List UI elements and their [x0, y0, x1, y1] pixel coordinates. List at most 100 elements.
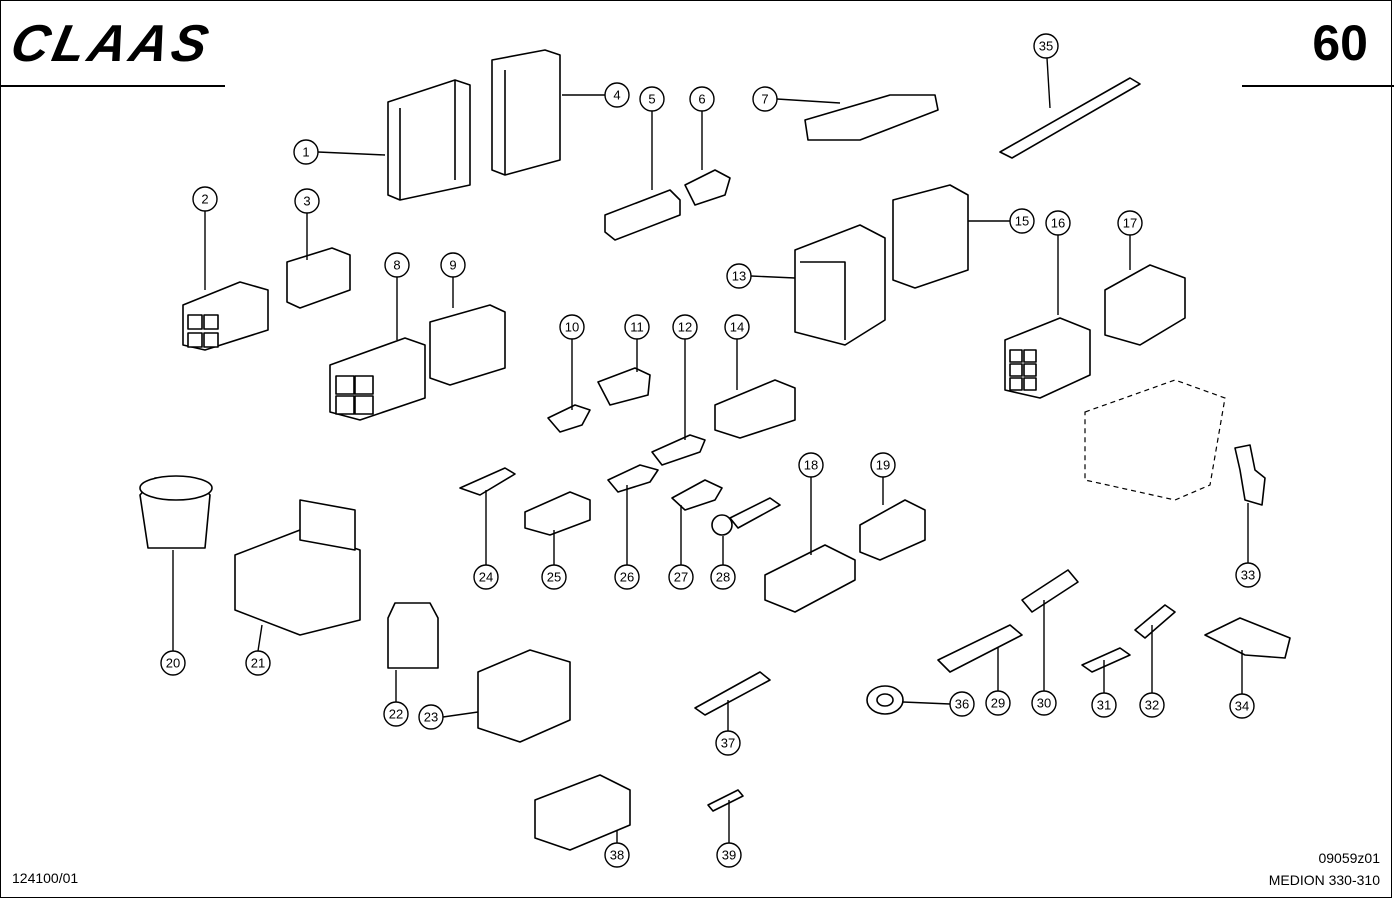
callout-15: 15 [1009, 208, 1035, 234]
part-7 [804, 94, 939, 141]
part-29 [937, 624, 1023, 673]
svg-text:16: 16 [1051, 216, 1065, 231]
svg-text:2: 2 [201, 192, 208, 207]
part-34 [1204, 617, 1291, 659]
callout-21: 21 [245, 650, 271, 676]
svg-text:12: 12 [678, 320, 692, 335]
callout-8: 8 [384, 252, 410, 278]
part-10 [547, 404, 591, 433]
callout-2: 2 [192, 186, 218, 212]
callout-31: 31 [1091, 692, 1117, 718]
svg-text:11: 11 [630, 320, 644, 335]
header-rule-right [1242, 85, 1394, 87]
part-12 [651, 434, 706, 466]
leader-lines [172, 57, 1249, 843]
svg-text:20: 20 [166, 656, 180, 671]
part-18 [764, 544, 856, 613]
svg-text:37: 37 [721, 736, 735, 751]
callout-18: 18 [798, 452, 824, 478]
svg-text:10: 10 [565, 320, 579, 335]
callout-37: 37 [715, 730, 741, 756]
part-4 [491, 49, 561, 176]
callout-39: 39 [716, 842, 742, 868]
svg-text:13: 13 [732, 269, 746, 284]
callout-23: 23 [418, 704, 444, 730]
svg-text:36: 36 [955, 697, 969, 712]
callout-11: 11 [624, 314, 650, 340]
callout-12: 12 [672, 314, 698, 340]
part-31 [1081, 647, 1131, 673]
callout-5: 5 [639, 86, 665, 112]
svg-text:22: 22 [389, 707, 403, 722]
relay-socket-dashed [1084, 379, 1226, 501]
part-25 [524, 491, 591, 536]
svg-text:31: 31 [1097, 698, 1111, 713]
svg-text:29: 29 [991, 696, 1005, 711]
part-21 [234, 499, 361, 636]
part-24 [459, 467, 516, 496]
svg-text:32: 32 [1145, 698, 1159, 713]
part-8 [329, 337, 426, 421]
svg-text:28: 28 [716, 570, 730, 585]
callout-30: 30 [1031, 690, 1057, 716]
svg-text:38: 38 [610, 848, 624, 863]
svg-text:24: 24 [479, 570, 493, 585]
part-36 [866, 685, 904, 715]
svg-text:26: 26 [620, 570, 634, 585]
part-23 [477, 649, 571, 743]
part-3 [286, 247, 351, 309]
callout-16: 16 [1045, 210, 1071, 236]
drawing-id: 09059z01 [1318, 850, 1380, 866]
part-35 [999, 77, 1141, 159]
callout-20: 20 [160, 650, 186, 676]
svg-text:17: 17 [1123, 216, 1137, 231]
svg-text:5: 5 [648, 92, 655, 107]
svg-text:7: 7 [761, 92, 768, 107]
callout-29: 29 [985, 690, 1011, 716]
callout-3: 3 [294, 188, 320, 214]
part-1 [387, 79, 471, 201]
part-14 [714, 379, 796, 439]
part-15 [892, 184, 969, 289]
part-30 [1021, 569, 1079, 613]
part-32 [1134, 604, 1176, 639]
callout-25: 25 [541, 564, 567, 590]
part-37 [694, 671, 771, 716]
callout-4: 4 [604, 82, 630, 108]
svg-text:23: 23 [424, 710, 438, 725]
callout-17: 17 [1117, 210, 1143, 236]
part-17 [1104, 264, 1186, 346]
part-13 [794, 224, 886, 346]
part-33 [1234, 444, 1266, 506]
part-2 [182, 281, 269, 351]
callout-7: 7 [752, 86, 778, 112]
document-code: 124100/01 [12, 870, 79, 886]
svg-text:18: 18 [804, 458, 818, 473]
svg-text:15: 15 [1015, 214, 1029, 229]
callout-36: 36 [949, 691, 975, 717]
part-5 [604, 189, 681, 241]
svg-text:34: 34 [1235, 699, 1249, 714]
svg-text:33: 33 [1241, 568, 1255, 583]
svg-text:19: 19 [876, 458, 890, 473]
svg-text:25: 25 [547, 570, 561, 585]
callout-35: 35 [1033, 33, 1059, 59]
part-38 [534, 774, 631, 851]
part-16 [1004, 317, 1091, 399]
callout-28: 28 [710, 564, 736, 590]
callout-1: 1 [293, 139, 319, 165]
svg-text:6: 6 [698, 92, 705, 107]
callout-14: 14 [724, 314, 750, 340]
page-number: 60 [1312, 15, 1368, 71]
svg-text:27: 27 [674, 570, 688, 585]
callout-26: 26 [614, 564, 640, 590]
callout-9: 9 [440, 252, 466, 278]
svg-text:35: 35 [1039, 39, 1053, 54]
svg-text:21: 21 [251, 656, 265, 671]
callout-19: 19 [870, 452, 896, 478]
part-19 [859, 499, 926, 561]
part-28 [711, 497, 781, 536]
svg-text:1: 1 [302, 145, 309, 160]
